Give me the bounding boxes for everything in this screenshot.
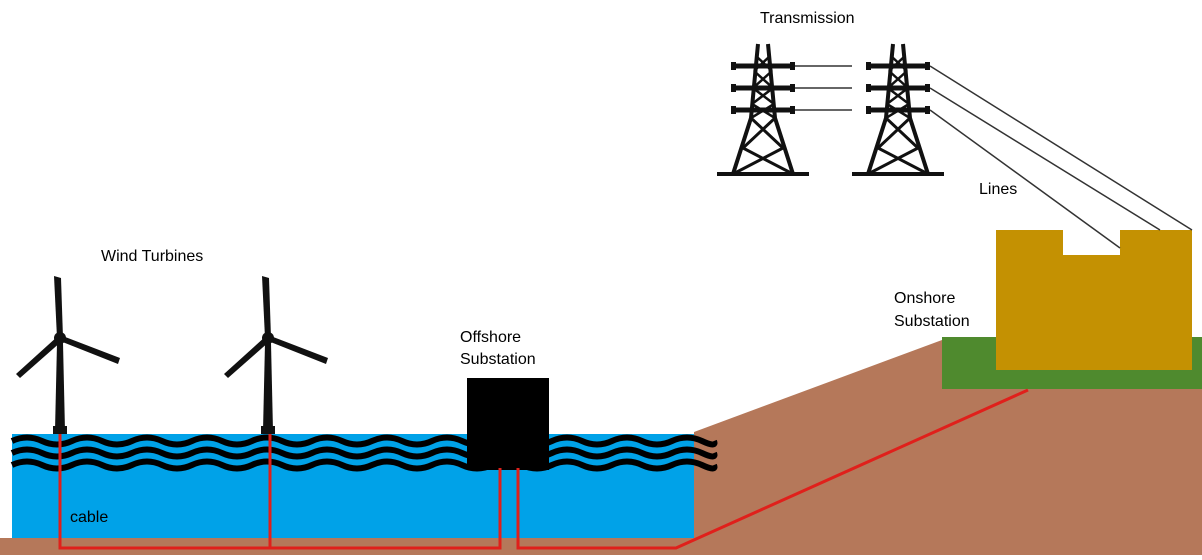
- cable-label: cable: [70, 509, 109, 526]
- onshore-substation-label-2: Substation: [894, 313, 970, 330]
- transmission-label: Transmission: [760, 10, 855, 27]
- onshore-substation-label-1: Onshore: [894, 290, 956, 307]
- offshore-substation-label-1: Offshore: [460, 329, 522, 346]
- transmission-tower-icon: [852, 44, 944, 174]
- wind-turbine-icon: [16, 276, 120, 434]
- waves: [10, 434, 718, 472]
- wind-turbines-label: Wind Turbines: [101, 248, 204, 265]
- land: [694, 340, 1202, 555]
- offshore-substation-label-2: Substation: [460, 351, 536, 368]
- cables: [58, 388, 1029, 550]
- wind-turbine-icon: [224, 276, 328, 434]
- transmission-tower-icon: [717, 44, 809, 174]
- transmission-wires: [792, 65, 1193, 249]
- offshore-substation: [467, 378, 549, 470]
- sea: [12, 434, 694, 538]
- lines-label: Lines: [979, 181, 1018, 198]
- onshore-substation: [996, 230, 1192, 370]
